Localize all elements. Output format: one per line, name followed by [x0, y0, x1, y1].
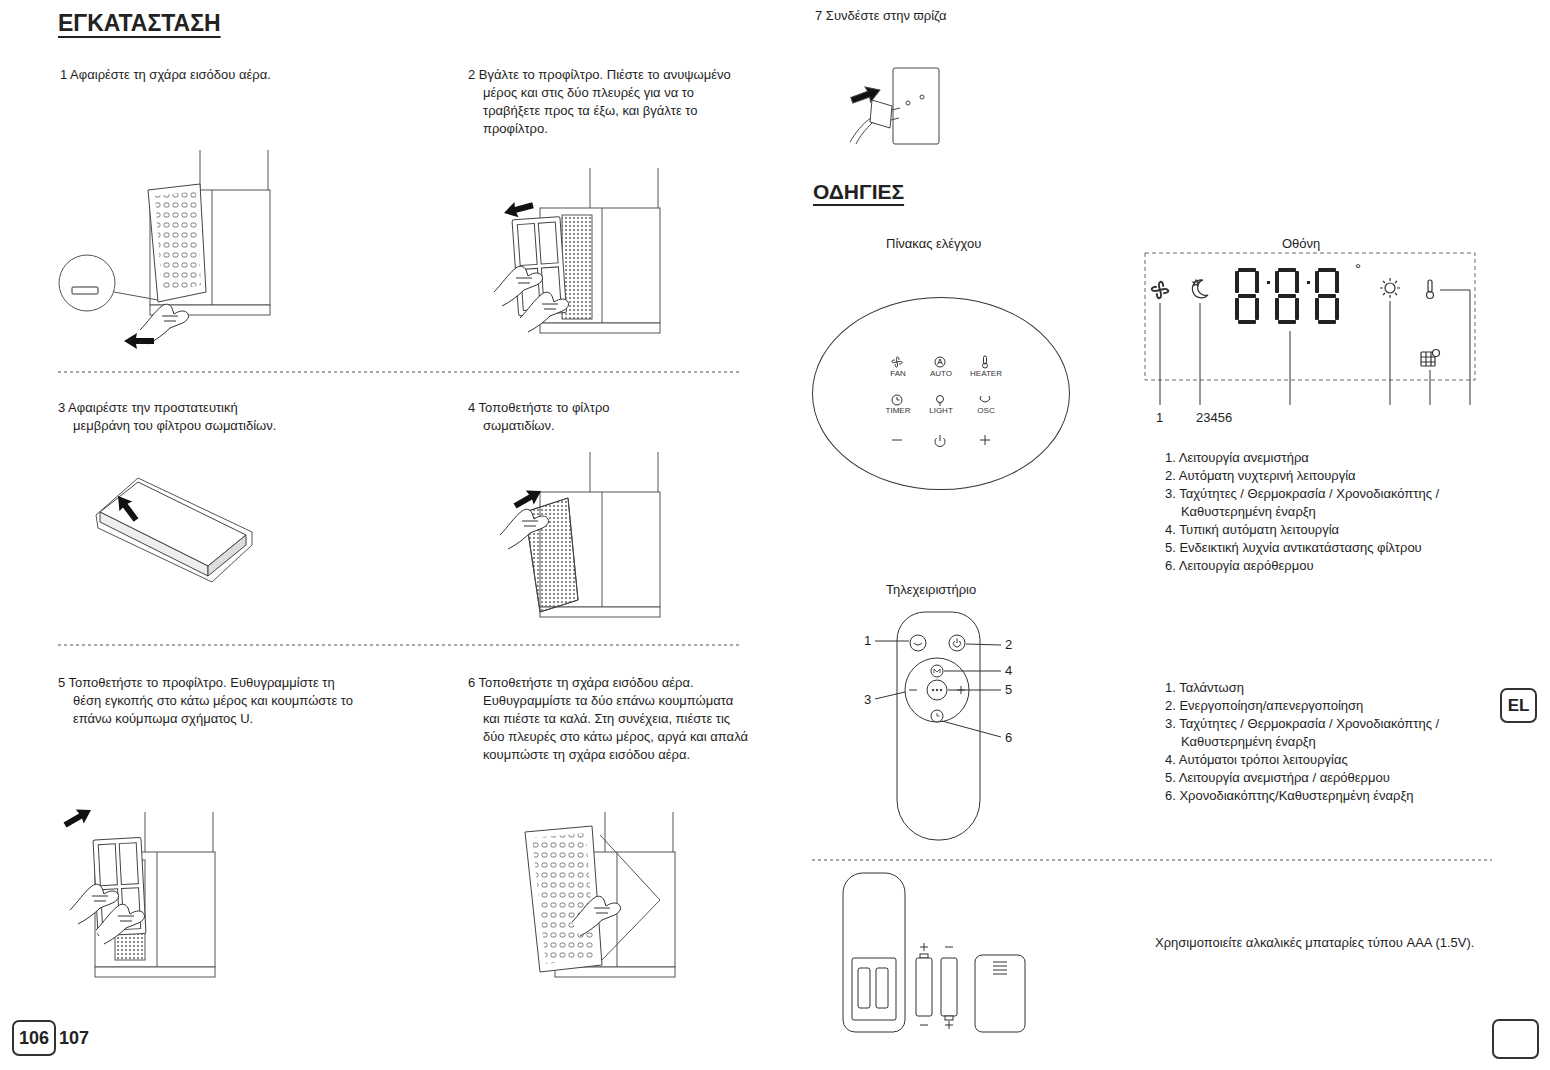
- list-item: 3. Ταχύτητες / Θερμοκρασία / Χρονοδιακόπ…: [1165, 715, 1495, 751]
- list-item: 6. Χρονοδιακόπτης/Καθυστερημένη έναρξη: [1165, 787, 1495, 805]
- digit-segment: [1255, 271, 1259, 293]
- list-item: 2. Αυτόματη νυχτερινή λειτουργία: [1165, 467, 1495, 485]
- button-label: TIMER: [886, 406, 911, 416]
- callout-number: 2: [1005, 636, 1012, 654]
- plug-figure: [849, 68, 939, 144]
- list-item: 3. Ταχύτητες / Θερμοκρασία / Χρονοδιακόπ…: [1165, 485, 1495, 521]
- step-text: 1 Αφαιρέστε τη σχάρα εισόδου αέρα.: [60, 66, 375, 84]
- callout-number: 4: [1005, 662, 1012, 680]
- separator: [58, 372, 1492, 860]
- digit-segment: [1238, 268, 1256, 272]
- section-heading: ΟΔΗΓΙΕΣ: [813, 178, 904, 206]
- digit-segment: [1238, 294, 1256, 298]
- digit-segment: [1315, 298, 1319, 320]
- leader-line: [875, 641, 1001, 737]
- digit-segment: [1235, 271, 1239, 293]
- digit-segment: [1315, 271, 1319, 293]
- step-text: 5 Τοποθετήστε το προφίλτρο. Ευθυγραμμίστ…: [58, 674, 358, 728]
- digit-segment: [1318, 320, 1336, 324]
- digit-segment: [1238, 320, 1256, 324]
- step4-figure: [500, 452, 660, 617]
- language-tab: EL: [1500, 688, 1537, 723]
- digit-segment: [1278, 320, 1296, 324]
- figure-caption: Τηλεχειριστήριο: [886, 581, 976, 599]
- control-panel: FAN AUTO HEATER TIMER LIGHT OSC: [812, 297, 1070, 490]
- callout-number: 3: [864, 691, 871, 709]
- item-list: 1. Λειτουργία ανεμιστήρα2. Αυτόματη νυχτ…: [1165, 449, 1495, 575]
- step1-figure: [59, 150, 270, 349]
- degree-sign: °: [1355, 261, 1361, 277]
- digit-segment: [1295, 271, 1299, 293]
- box-text: EL: [1508, 696, 1530, 716]
- remote-figure: [897, 612, 980, 840]
- digit-segment: [1318, 268, 1336, 272]
- button-label: HEATER: [970, 369, 1002, 379]
- digit-segment: [1275, 298, 1279, 320]
- leader-line: [1160, 290, 1470, 405]
- step-text: 4 Τοποθετήστε το φίλτρο σωματιδίων.: [468, 399, 673, 435]
- list-item: 1. Ταλάντωση: [1165, 679, 1495, 697]
- digit-segment: [1275, 271, 1279, 293]
- button-label: AUTO: [930, 369, 952, 379]
- callout-number: 1: [1156, 409, 1163, 427]
- box-text: 106: [19, 1028, 49, 1049]
- section-heading: ΕΓΚΑΤΑΣΤΑΣΗ: [58, 8, 221, 38]
- step-text: 6 Τοποθετήστε τη σχάρα εισόδου αέρα. Ευθ…: [468, 674, 748, 764]
- figure-caption: Πίνακας ελέγχου: [886, 235, 981, 253]
- list-item: 2. Ενεργοποίηση/απενεργοποίηση: [1165, 697, 1495, 715]
- button-label: OSC: [977, 406, 994, 416]
- digit-segment: [1318, 294, 1336, 298]
- battery-figure: [843, 873, 1025, 1032]
- step3-figure: [96, 478, 252, 582]
- list-item: 5. Ενδεικτική λυχνία αντικατάστασης φίλτ…: [1165, 539, 1495, 557]
- step-text: 2 Βγάλτε το προφίλτρο. Πιέστε το ανυψωμέ…: [468, 66, 748, 138]
- callout-number: 1: [864, 632, 871, 650]
- digit-segment: [1255, 298, 1259, 320]
- battery-note: Χρησιμοποιείτε αλκαλικές μπαταρίες τύπου…: [1155, 934, 1474, 952]
- callout-number: 6: [1005, 729, 1012, 747]
- page-number: 107: [59, 1026, 89, 1050]
- step6-figure: [525, 812, 675, 977]
- digit-segment: [1335, 271, 1339, 293]
- digit-segment: [1278, 268, 1296, 272]
- list-item: 1. Λειτουργία ανεμιστήρα: [1165, 449, 1495, 467]
- digit-segment: [1278, 294, 1296, 298]
- digit-segment: [1335, 298, 1339, 320]
- callout-number: 23456: [1196, 409, 1232, 427]
- button-label: FAN: [890, 369, 906, 379]
- step-text: 7 Συνδέστε στην ϖρίζα: [815, 7, 946, 25]
- digit-segment: [1295, 298, 1299, 320]
- display-figure: [1145, 253, 1475, 405]
- button-label: LIGHT: [929, 406, 953, 416]
- page-number-box: 106: [12, 1020, 56, 1056]
- digit-segment: [1235, 298, 1239, 320]
- page-number-box: [1493, 1020, 1538, 1058]
- list-item: 4. Αυτόματοι τρόποι λειτουργίας: [1165, 751, 1495, 769]
- list-item: 5. Λειτουργία ανεμιστήρα / αερόθερμου: [1165, 769, 1495, 787]
- item-list: 1. Ταλάντωση2. Ενεργοποίηση/απενεργοποίη…: [1165, 679, 1495, 805]
- step-text: 3 Αφαιρέστε την προστατευτική μεμβράνη τ…: [58, 399, 288, 435]
- callout-number: 5: [1005, 681, 1012, 699]
- figure-caption: Οθόνη: [1282, 235, 1320, 253]
- step2-figure: [494, 168, 660, 333]
- step5-figure: [61, 803, 215, 977]
- list-item: 6. Λειτουργία αερόθερμου: [1165, 557, 1495, 575]
- list-item: 4. Τυπική αυτόματη λειτουργία: [1165, 521, 1495, 539]
